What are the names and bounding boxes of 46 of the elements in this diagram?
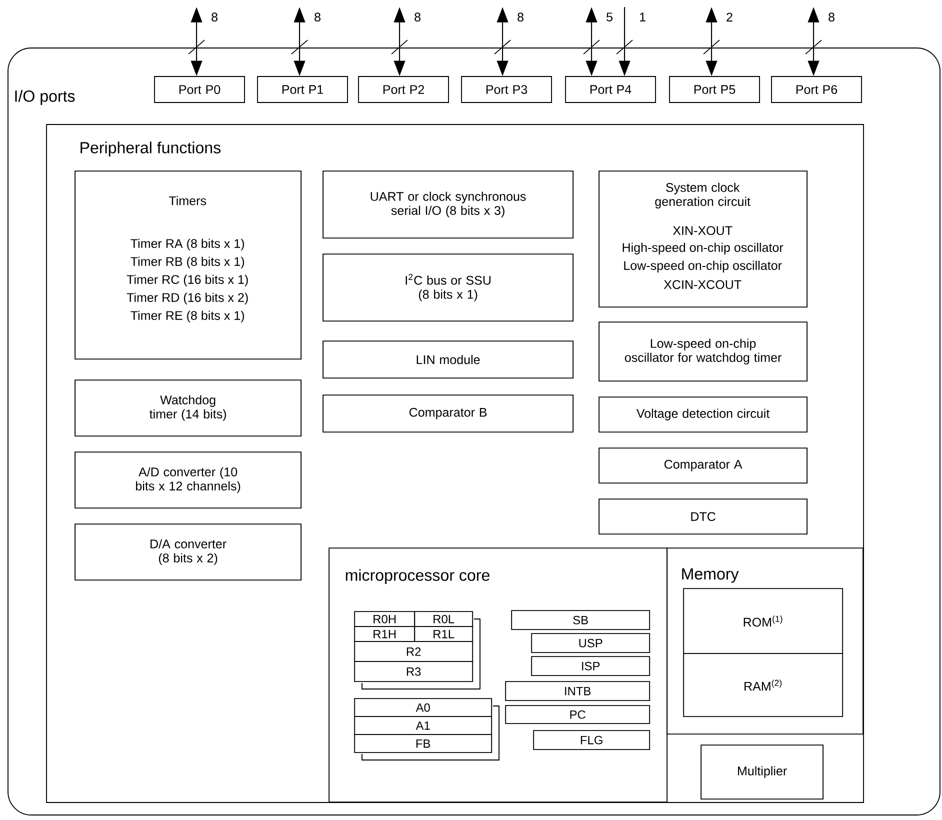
register-box: PC	[505, 705, 650, 724]
block-box: A/D converter (10 bits x 12 channels)	[74, 452, 302, 509]
block-box: System clock generation circuit XIN-XOUT High-speed on-chip oscillator Low-speed on-chip oscillator XCIN-XCOUT	[598, 170, 808, 308]
register-box: USP	[531, 633, 650, 654]
block-box: I$^{2}$C bus or SSU (8 bits x 1)	[322, 254, 574, 322]
block-box: D/A converter (8 bits x 2)	[74, 524, 302, 581]
register-box: A1	[354, 716, 492, 736]
block-box: RAM$^{(2)}$	[683, 653, 844, 718]
block-box: LIN module	[322, 340, 574, 379]
block-box: ROM$^{(1)}$	[683, 588, 844, 654]
bus-width-label: 5	[606, 12, 612, 22]
bus-width-label: 8	[414, 12, 420, 22]
register-box: FB	[354, 734, 492, 754]
port-box: Port P1	[257, 76, 348, 103]
bus-width-label: 8	[828, 12, 834, 22]
port-box: Port P2	[358, 76, 449, 103]
block-box: Multiplier	[700, 744, 824, 800]
block-box: DTC	[598, 498, 808, 535]
block-box: Timers Timer RA (8 bits x 1) Timer RB (8 bits x 1) Timer RC (16 bits x 1) Timer RD (16 bits x 2) Timer RE (8 bits x 1)	[74, 170, 302, 360]
register-box: R0H	[354, 611, 416, 628]
register-box: SB	[511, 610, 650, 630]
block-box: Comparator A	[598, 448, 808, 484]
register-box: R2	[354, 641, 474, 662]
block-box: Comparator B	[322, 394, 574, 433]
port-box: Port P4	[565, 76, 656, 103]
block-box: Voltage detection circuit	[598, 396, 808, 433]
block-box: Low-speed on-chip oscillator for watchdog timer	[598, 322, 808, 382]
port-box: Port P0	[154, 76, 245, 103]
port-box: Port P6	[771, 76, 862, 103]
port-box: Port P3	[461, 76, 552, 103]
register-box: A0	[354, 698, 492, 718]
block-box: Watchdog timer (14 bits)	[74, 380, 302, 437]
register-box: R3	[354, 661, 474, 682]
bus-width-label: 1	[640, 12, 646, 22]
bus-width-label: 8	[314, 12, 320, 22]
bus-width-label: 8	[518, 12, 524, 22]
bus-width-label: 2	[726, 12, 732, 22]
port-box: Port P5	[669, 76, 760, 103]
register-box: FLG	[533, 730, 650, 750]
register-box: R0L	[414, 611, 474, 628]
bus-width-label: 8	[212, 12, 218, 22]
register-box: R1L	[414, 626, 474, 642]
block-box: UART or clock synchronous serial I/O (8 bits x 3)	[322, 170, 574, 239]
register-box: ISP	[531, 656, 650, 676]
register-box: INTB	[505, 681, 650, 702]
register-box: R1H	[354, 626, 416, 642]
